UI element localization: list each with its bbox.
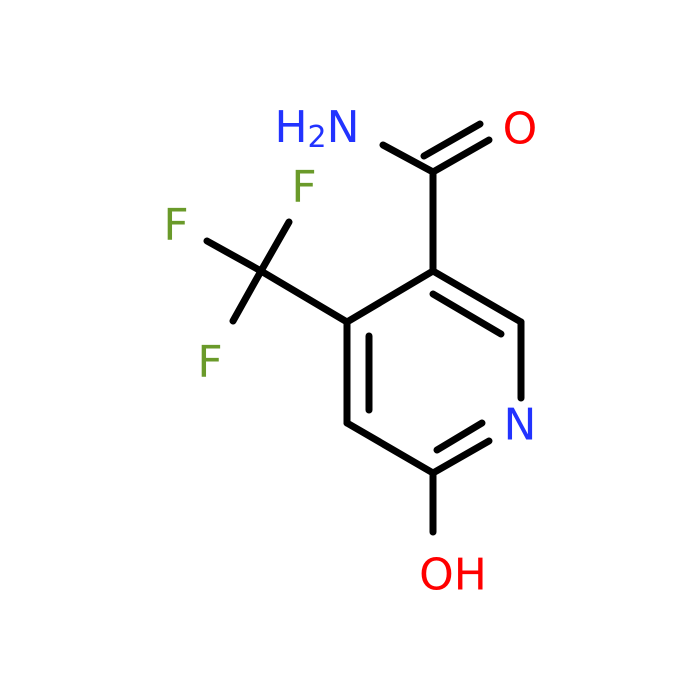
bond-c5-c4: [429, 267, 525, 326]
atom-labels: H2N O F F F N OH: [163, 102, 537, 601]
fluorine-left-label: F: [163, 200, 188, 251]
fluorine-lower-label: F: [197, 337, 222, 388]
bond-cf3-f-left: [203, 237, 265, 275]
fluorine-top-label: F: [291, 162, 316, 213]
bonds: [203, 120, 525, 536]
bond-c1-n-inner: [433, 419, 486, 454]
bond-c4-c3: [343, 267, 437, 326]
bond-c2-c1: [343, 419, 437, 477]
bond-carbonyl-nh2: [379, 141, 437, 176]
bond-carbonyl-o-1: [429, 136, 493, 176]
bond-carbonyl-o-2: [420, 120, 484, 160]
nh2-label: H2N: [274, 102, 359, 155]
bond-cf3-f-lower: [229, 267, 265, 325]
carbonyl-oxygen-label: O: [503, 104, 538, 155]
bond-c1-n: [429, 437, 493, 477]
ring-nitrogen-label: N: [504, 400, 537, 451]
bond-c5-c4-inner: [429, 290, 505, 338]
bond-cf3-f-top: [257, 218, 293, 275]
hydroxyl-label: OH: [419, 550, 487, 601]
bond-c3-cf3: [257, 267, 351, 326]
